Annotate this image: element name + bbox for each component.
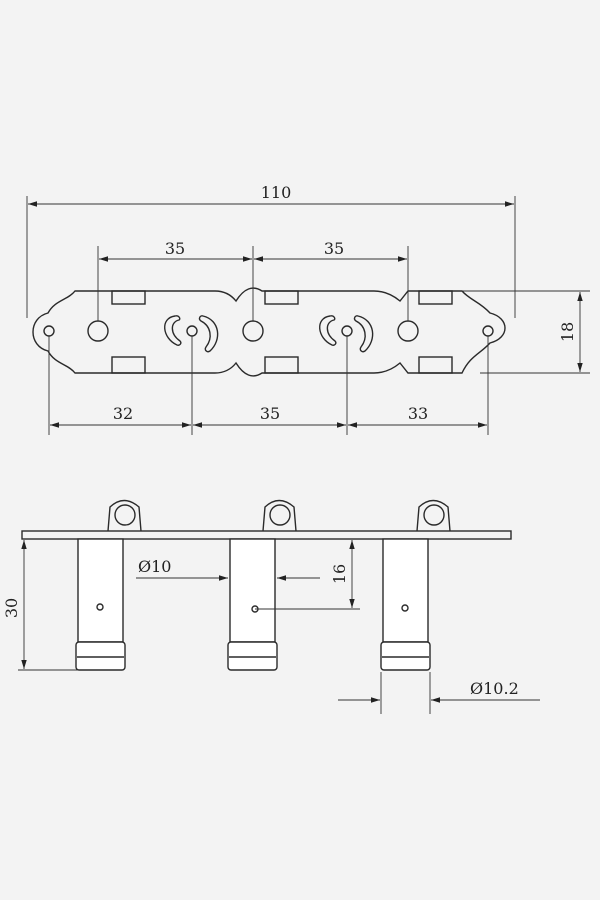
- slot-2a: [319, 315, 337, 346]
- slot-1a: [164, 315, 182, 346]
- dim-total-height: 30: [2, 598, 21, 618]
- dim-height: 18: [558, 322, 577, 342]
- tab-bottom-2: [264, 356, 299, 374]
- dim-shaft-diameter: Ø10: [138, 557, 171, 576]
- roller-2: [262, 499, 297, 532]
- screw-hole-end-left: [43, 325, 55, 337]
- roller-1: [107, 499, 142, 532]
- shaft-3: [380, 538, 431, 671]
- dim-bushing-diameter: Ø10.2: [470, 679, 519, 698]
- tab-top-3: [418, 290, 453, 305]
- tab-top-2: [264, 290, 299, 305]
- screw-hole-2: [341, 325, 353, 337]
- shaft-2: [227, 538, 278, 671]
- roller-3: [416, 499, 451, 532]
- dim-spacing-bottom-left: 32: [113, 404, 133, 423]
- side-view: Ø10 16 30 Ø10.2: [2, 499, 540, 714]
- screw-hole-1: [186, 325, 198, 337]
- dim-shaft-height: 16: [330, 564, 349, 584]
- dim-spacing-top-right: 35: [324, 239, 344, 258]
- tab-top-1: [111, 290, 146, 305]
- side-plate: [21, 530, 512, 540]
- post-hole-2: [242, 320, 264, 342]
- dim-spacing-top-left: 35: [165, 239, 185, 258]
- tab-bottom-1: [111, 356, 146, 374]
- slot-2b: [353, 315, 374, 353]
- slot-1b: [198, 315, 219, 353]
- shaft-1: [75, 538, 126, 671]
- post-hole-1: [87, 320, 109, 342]
- tab-bottom-3: [418, 356, 453, 374]
- plate-outline: [32, 287, 506, 377]
- dim-spacing-bottom-right: 33: [408, 404, 428, 423]
- dim-overall-width: 110: [261, 183, 292, 202]
- dim-spacing-bottom-middle: 35: [260, 404, 280, 423]
- post-hole-3: [397, 320, 419, 342]
- screw-hole-end-right: [482, 325, 494, 337]
- top-view: 110 35 35 32 35 33 18: [26, 183, 590, 435]
